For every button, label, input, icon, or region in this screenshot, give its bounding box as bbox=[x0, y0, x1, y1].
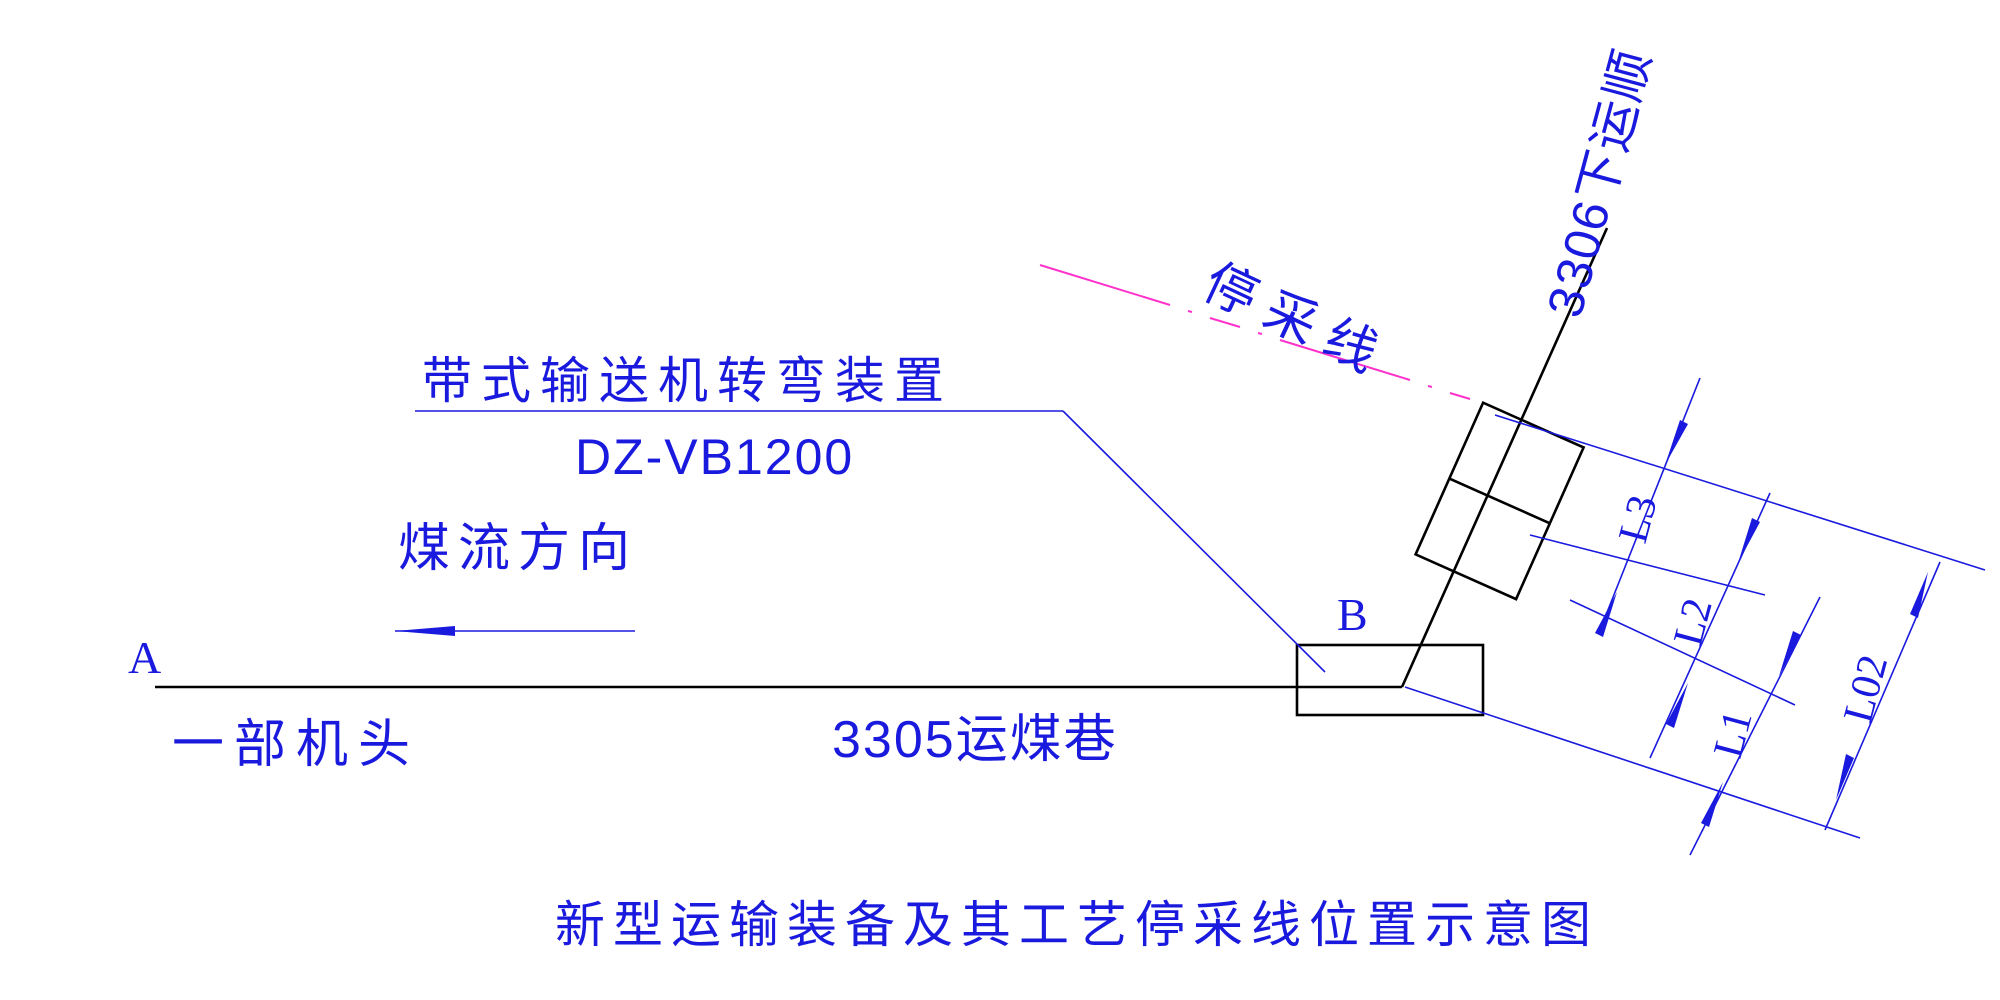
stop-line bbox=[1039, 264, 1471, 400]
turning-device-box-b bbox=[1295, 643, 1485, 717]
flow-direction-arrow bbox=[395, 626, 635, 636]
point-a-label: A bbox=[128, 632, 161, 683]
head-label: 一部机头 bbox=[172, 716, 420, 774]
device-model-label: DZ-VB1200 bbox=[575, 429, 854, 485]
device-name-label: 带式输送机转弯装置 bbox=[422, 353, 953, 409]
roadway-3306-label: 3306下运顺 bbox=[1537, 42, 1662, 322]
roadway-3305-label: 3305运煤巷 bbox=[832, 711, 1118, 769]
dimension-arrowheads bbox=[1595, 420, 1928, 827]
flow-direction-label: 煤流方向 bbox=[398, 520, 638, 578]
stop-line-label: 停采线 bbox=[1195, 253, 1399, 389]
turning-device-box-3306 bbox=[1413, 401, 1586, 601]
conveyor-line-3306 bbox=[1400, 227, 1609, 688]
dim-l2-label: L2 bbox=[1665, 594, 1722, 651]
dim-l02-label: L02 bbox=[1835, 650, 1897, 727]
diagram-title: 新型运输装备及其工艺停采线位置示意图 bbox=[555, 897, 1599, 953]
dim-l3-label: L3 bbox=[1610, 491, 1667, 548]
point-b-label: B bbox=[1337, 589, 1368, 640]
device-leader-line bbox=[1062, 410, 1326, 673]
dim-l1-label: L1 bbox=[1705, 706, 1762, 763]
